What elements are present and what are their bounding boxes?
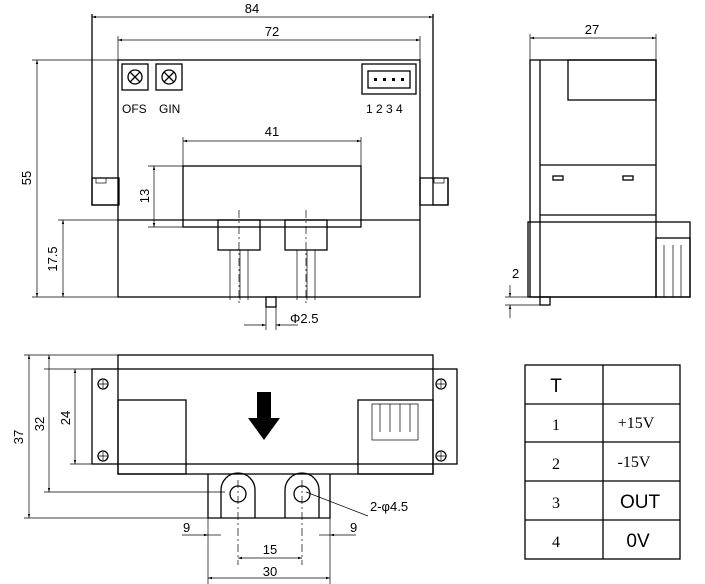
- gin-potentiometer: [155, 63, 183, 91]
- dim-hole-pitch: 15: [263, 542, 277, 557]
- dim-holes: 2-φ4.5: [370, 499, 408, 514]
- table-pin-2: 2: [552, 456, 560, 473]
- dim-pin-diameter: Φ2.5: [290, 311, 318, 326]
- gin-label: GIN: [159, 102, 180, 116]
- bottom-view: 2-φ4.5 37 32 24 9 9 15 30: [11, 354, 458, 584]
- front-view: OFS GIN 1 2 3 4 84 72 41 13 55 17.5: [19, 1, 449, 330]
- table-header-t: T: [550, 376, 562, 397]
- dim-width-body: 72: [265, 24, 279, 39]
- dim-depth: 27: [585, 22, 599, 37]
- table-pin-3: 3: [552, 495, 560, 512]
- dim-hole-right-offset: 9: [350, 520, 357, 535]
- current-direction-arrow-icon: [248, 392, 280, 440]
- table-signal-4: 0V: [626, 531, 650, 552]
- dim-aperture-width: 41: [265, 124, 279, 139]
- table-signal-3: OUT: [620, 492, 661, 513]
- dim-aperture-height: 13: [137, 189, 152, 203]
- connector-header: [361, 63, 417, 95]
- ofs-potentiometer: [121, 63, 149, 91]
- dim-height-total: 37: [11, 430, 26, 444]
- primary-aperture: [182, 165, 362, 228]
- table-signal-1: +15V: [618, 415, 655, 432]
- table-signal-2: -15V: [618, 454, 651, 471]
- dim-width-outer: 84: [245, 1, 259, 16]
- dim-pin-offset: 2: [512, 266, 519, 281]
- table-pin-1: 1: [552, 417, 560, 434]
- table-pin-4: 4: [552, 534, 560, 551]
- side-body: [529, 59, 657, 298]
- sensor-body: [117, 59, 421, 298]
- mounting-screw-icon: [97, 378, 447, 462]
- bottom-flange: [91, 368, 458, 465]
- side-view: 27 2: [505, 22, 691, 318]
- bottom-foot: [207, 474, 331, 519]
- bottom-body: [117, 354, 434, 475]
- ofs-label: OFS: [122, 102, 147, 116]
- dim-height-mid: 32: [32, 417, 47, 431]
- connector-pin-numbers: 1 2 3 4: [366, 102, 403, 116]
- pin-table: T 1 +15V 2 -15V 3 OUT 4 0V: [524, 364, 681, 560]
- side-pin-housing: [527, 221, 691, 298]
- dim-height: 55: [19, 171, 34, 185]
- dim-height-lower: 17.5: [45, 246, 60, 271]
- dim-hole-left-offset: 9: [183, 520, 190, 535]
- dim-height-inner: 24: [58, 411, 73, 425]
- dim-foot-width: 30: [263, 564, 277, 579]
